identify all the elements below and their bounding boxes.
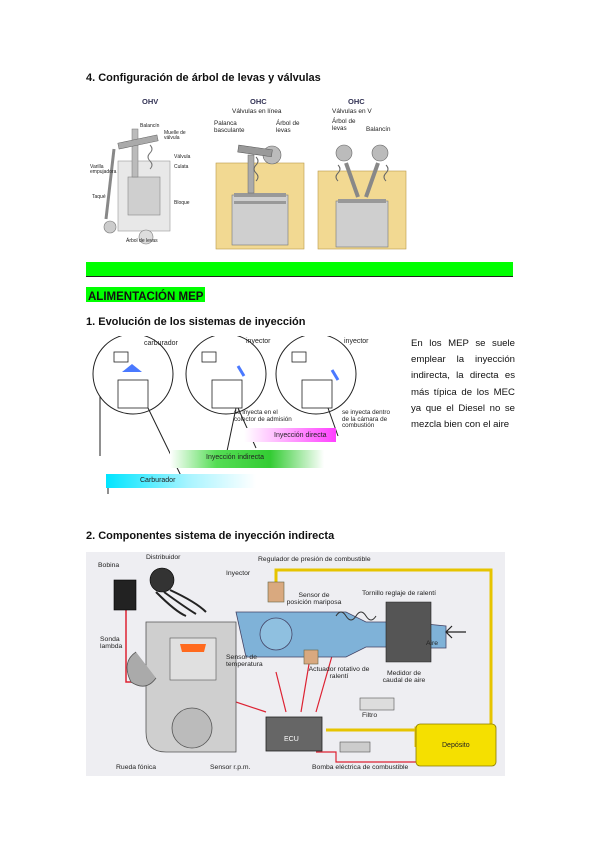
section-2-title: 2. Componentes sistema de inyección indi…: [86, 530, 335, 542]
label-bobina: Bobina: [98, 562, 120, 569]
label-camara: se inyecta dentro de la cámara de combus…: [342, 409, 390, 430]
ohc-inline-label-arbol: Árbol de levas: [276, 120, 300, 134]
banner-title-highlight: ALIMENTACIÓN MEP: [86, 287, 206, 303]
ohv-label-taque: Taqué: [92, 194, 106, 200]
ohv-label-valvula: Válvula: [174, 154, 191, 160]
label-regulador: Regulador de presión de combustible: [258, 556, 371, 563]
ohv-label-muelle: Muelle de válvula: [164, 130, 186, 142]
ohv-label-balancin: Balancín: [140, 123, 160, 129]
ohc-v-label-arbol: Árbol de levas: [332, 118, 356, 132]
banner-title: ALIMENTACIÓN MEP: [88, 291, 204, 303]
injection-evolution-diagram: carburador inyector inyector se inyecta …: [88, 336, 394, 496]
label-sensor-posicion: Sensor de posición mariposa: [286, 592, 342, 607]
ohv-label-bloque: Bloque: [174, 200, 190, 206]
ohc-v-label-balancin: Balancín: [366, 126, 391, 133]
label-filtro: Filtro: [362, 712, 378, 719]
label-inyector-2: inyector: [344, 338, 369, 345]
injection-note-paragraph: En los MEP se suele emplear la inyección…: [411, 338, 515, 431]
bar-inyeccion-directa: Inyección directa: [274, 432, 327, 439]
bar-carburador: Carburador: [140, 477, 176, 484]
ohc-inline-subtitle: Válvulas en línea: [232, 108, 282, 115]
ohc-inline-label-palanca: Palanca basculante: [214, 120, 245, 134]
ohc-v-diagram: OHC Válvulas en V Árbol de levas Balancí…: [314, 95, 410, 255]
label-inyector: Inyector: [226, 570, 251, 577]
ohc-v-subtitle: Válvulas en V: [332, 108, 372, 115]
label-bomba: Bomba eléctrica de combustible: [312, 764, 409, 771]
label-actuador-ralenti: Actuador rotativo de ralentí: [308, 666, 370, 681]
ohv-illustration: [103, 128, 171, 245]
ohc-inline-diagram: OHC Válvulas en línea Palanca basculante…: [212, 95, 308, 255]
label-sensor-temperatura: Sensor de temperatura: [226, 654, 263, 669]
ohv-title: OHV: [142, 97, 159, 106]
label-deposito: Depósito: [442, 742, 470, 749]
green-divider-bar: [86, 262, 513, 277]
ohc-inline-illustration: [215, 144, 305, 250]
indirect-injection-illustration: [113, 567, 497, 767]
label-sonda-lambda: Sonda lambda: [100, 636, 123, 651]
label-carburador: carburador: [144, 340, 178, 347]
ohv-diagram: OHV Balancín Muelle de válvula Varilla e…: [88, 95, 200, 250]
label-tornillo: Tornillo reglaje de ralentí: [362, 590, 437, 597]
section-1-title: 1. Evolución de los sistemas de inyecció…: [86, 316, 306, 328]
label-distribuidor: Distribuidor: [146, 554, 181, 561]
ohc-v-title: OHC: [348, 97, 365, 106]
bar-inyeccion-indirecta: Inyección indirecta: [206, 454, 264, 461]
ohc-v-illustration: [317, 144, 407, 250]
label-rueda-fonica: Rueda fónica: [116, 764, 157, 771]
label-aire: Aire: [426, 640, 439, 647]
section-4-title: 4. Configuración de árbol de levas y vál…: [86, 72, 321, 84]
label-medidor-caudal: Medidor de caudal de aire: [382, 670, 426, 685]
evolution-illustration: [92, 336, 357, 494]
indirect-injection-diagram: Distribuidor Bobina Inyector Regulador d…: [86, 552, 505, 776]
ohv-label-arbol: Árbol de levas: [126, 238, 158, 244]
label-inyector-1: inyector: [246, 338, 271, 345]
label-ecu: ECU: [284, 736, 299, 743]
label-sensor-rpm: Sensor r.p.m.: [210, 764, 251, 771]
ohc-inline-title: OHC: [250, 97, 267, 106]
ohv-label-culata: Culata: [174, 164, 189, 170]
label-colector: se inyecta en el colector de admisión: [234, 409, 292, 423]
ohv-label-varilla: Varilla empujadora: [90, 164, 117, 176]
